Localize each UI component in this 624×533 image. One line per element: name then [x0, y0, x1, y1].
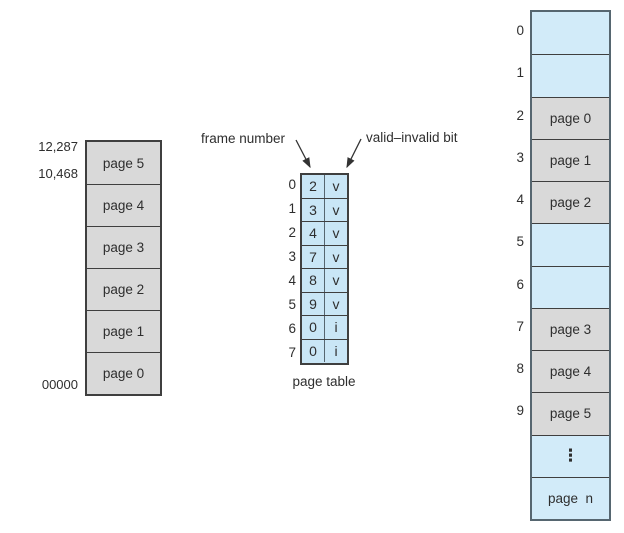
- logical-memory-cell: page 5: [87, 142, 160, 184]
- page-table-index: 1: [288, 201, 296, 216]
- valid-invalid-cell: v: [325, 292, 347, 315]
- frame-number-cell: 2: [302, 175, 325, 198]
- page-table-row: 0 i: [302, 315, 347, 339]
- frame-content-label: page 5: [549, 406, 592, 422]
- frame-index: [504, 433, 524, 475]
- valid-invalid-cell: v: [325, 175, 347, 198]
- logical-memory-cell: page 0: [87, 352, 160, 394]
- page-table-row: 4 v: [302, 221, 347, 245]
- page-table-index: 0: [288, 177, 296, 192]
- logical-page-label: page 2: [102, 282, 145, 297]
- page-table-index: 4: [288, 273, 296, 288]
- frame-index: 3: [516, 149, 524, 165]
- physical-memory-frame: [532, 265, 609, 308]
- address-label-bottom: 00000: [41, 377, 78, 392]
- logical-page-label: page 5: [102, 155, 145, 171]
- page-table-index: 6: [288, 321, 296, 336]
- page-table-index-column: 0 1 2 3 4 5 6 7: [278, 173, 296, 365]
- page-table-row: 0 i: [302, 338, 347, 362]
- valid-invalid-cell: v: [325, 269, 347, 292]
- logical-page-label: page 1: [102, 324, 145, 339]
- frame-index: 9: [516, 403, 524, 419]
- frame-index: [504, 475, 524, 517]
- valid-invalid-cell: v: [325, 222, 347, 245]
- frame-index: 4: [516, 192, 524, 207]
- page-table-index: 7: [288, 345, 296, 360]
- frame-index: 6: [516, 276, 524, 292]
- physical-memory-frame: [532, 54, 609, 97]
- frame-index: 0: [516, 23, 524, 38]
- frame-content-label: page 4: [549, 364, 592, 380]
- page-table-group: 0 1 2 3 4 5 6 7 2 v 3 v 4 v 7 v: [278, 173, 349, 365]
- logical-page-label: page 3: [102, 240, 145, 255]
- logical-memory-cell: page 1: [87, 310, 160, 352]
- logical-memory-column: page 5 page 4 page 3 page 2 page 1 page …: [85, 140, 162, 396]
- physical-memory-frame: page 0: [532, 96, 609, 139]
- page-table-row: 7 v: [302, 244, 347, 268]
- physical-memory-frame: page n: [532, 476, 609, 519]
- physical-memory-frame: page 2: [532, 181, 609, 224]
- valid-invalid-bit-label: valid–invalid bit: [366, 130, 458, 145]
- page-table-row: 2 v: [302, 175, 347, 198]
- frame-index: 7: [516, 318, 524, 334]
- vertical-ellipsis: ⋮: [562, 446, 579, 466]
- valid-invalid-cell: v: [325, 245, 347, 268]
- valid-invalid-cell: i: [325, 339, 347, 362]
- logical-page-label: page 0: [102, 366, 145, 381]
- logical-memory-cell: page 2: [87, 268, 160, 310]
- frame-index: 1: [516, 65, 524, 81]
- frame-index: 2: [516, 107, 524, 123]
- page-table-caption: page table: [292, 374, 356, 389]
- address-label-top: 12,287: [38, 139, 78, 154]
- valid-invalid-cell: v: [325, 198, 347, 221]
- frame-number-cell: 4: [302, 222, 325, 245]
- valid-invalid-arrow: [346, 138, 362, 169]
- frame-number-cell: 3: [302, 198, 325, 221]
- frame-number-cell: 0: [302, 339, 325, 362]
- physical-memory-column: page 0 page 1 page 2 page 3 page 4 page …: [530, 10, 611, 521]
- frame-number-cell: 0: [302, 316, 325, 339]
- frame-content-label: page 2: [549, 195, 592, 211]
- page-table-row: 8 v: [302, 268, 347, 292]
- physical-memory-frame: page 5: [532, 392, 609, 435]
- physical-memory-index-column: 0 1 2 3 4 5 6 7 8 9: [504, 10, 524, 521]
- physical-memory-frame: page 3: [532, 307, 609, 350]
- page-table-index: 3: [288, 249, 296, 264]
- physical-memory-ellipsis-frame: ⋮: [532, 434, 609, 477]
- physical-memory-frame: page 1: [532, 138, 609, 181]
- logical-memory-cell: page 3: [87, 226, 160, 268]
- logical-memory-cell: page 4: [87, 184, 160, 226]
- page-table-row: 3 v: [302, 197, 347, 221]
- address-label-second: 10,468: [38, 166, 78, 181]
- frame-number-cell: 7: [302, 245, 325, 268]
- page-table-index: 5: [288, 297, 296, 312]
- page-table-row: 9 v: [302, 291, 347, 315]
- physical-memory-group: 0 1 2 3 4 5 6 7 8 9 page 0 page 1 page 2…: [504, 10, 611, 521]
- frame-index: 8: [516, 361, 524, 376]
- page-table-index: 2: [288, 225, 296, 240]
- frame-number-cell: 9: [302, 292, 325, 315]
- page-table: 2 v 3 v 4 v 7 v 8 v 9 v: [300, 173, 349, 365]
- frame-number-cell: 8: [302, 269, 325, 292]
- physical-memory-frame: page 4: [532, 350, 609, 393]
- frame-content-label: page 0: [549, 110, 592, 126]
- frame-content-label: page n: [547, 490, 594, 506]
- valid-invalid-cell: i: [325, 316, 347, 339]
- frame-content-label: page 3: [549, 321, 592, 337]
- physical-memory-frame: [532, 12, 609, 55]
- frame-index: 5: [516, 234, 524, 250]
- physical-memory-frame: [532, 223, 609, 266]
- logical-page-label: page 4: [102, 198, 145, 213]
- frame-number-label: frame number: [200, 131, 285, 146]
- frame-number-arrow: [295, 139, 311, 169]
- frame-content-label: page 1: [549, 152, 592, 168]
